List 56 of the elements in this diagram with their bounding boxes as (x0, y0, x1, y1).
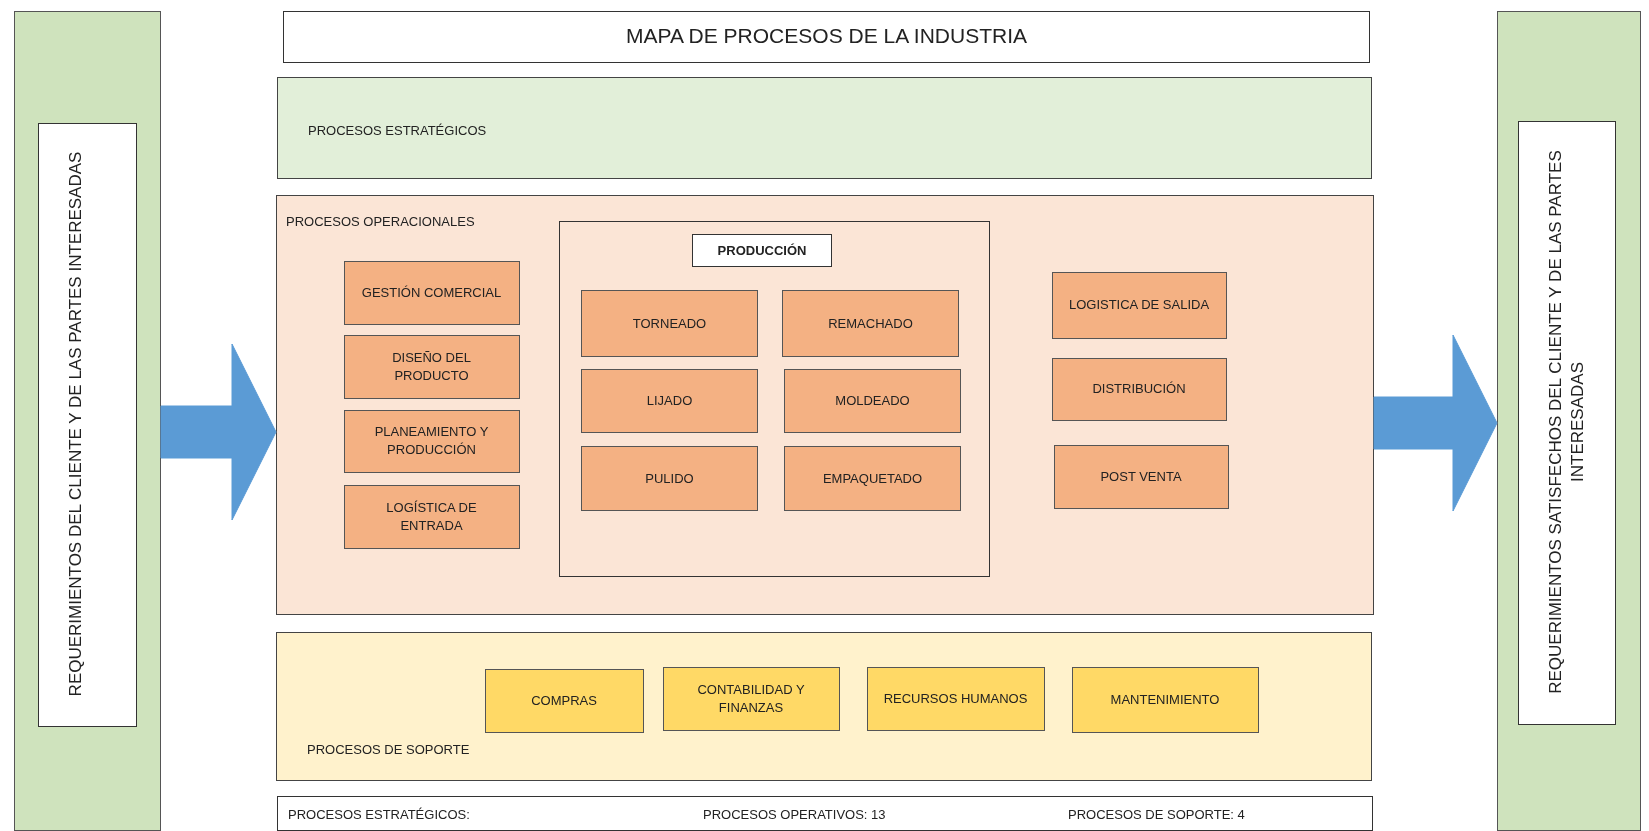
section-heading: PROCESOS ESTRATÉGICOS (308, 122, 487, 140)
process-label: CONTABILIDAD Y FINANZAS (696, 680, 806, 717)
process-box (1071, 666, 1259, 733)
process-box (343, 409, 520, 473)
summary-text: PROCESOS OPERATIVOS: 13 (703, 806, 886, 824)
diagram-title: MAPA DE PROCESOS DE LA INDUSTRIA (624, 24, 1028, 48)
side-label: REQUERIMIENTOS SATISFECHOS DEL CLIENTE Y DE LAS PARTES INTERESADAS (1544, 149, 1587, 696)
process-box (784, 446, 961, 511)
process-box (784, 369, 961, 433)
process-label: GESTIÓN COMERCIAL (360, 283, 503, 302)
process-box (1051, 357, 1227, 421)
process-band (276, 632, 1372, 781)
process-label: COMPRAS (530, 691, 598, 710)
process-box (343, 484, 520, 549)
process-box (343, 334, 520, 399)
process-label: TORNEADO (631, 314, 708, 333)
process-band (276, 195, 1374, 615)
process-box (343, 260, 520, 325)
process-label: LIJADO (645, 392, 694, 410)
side-band (14, 11, 161, 831)
input-output-box (1517, 120, 1616, 725)
process-label: MOLDEADO (834, 392, 911, 410)
section-heading: PROCESOS DE SOPORTE (307, 741, 470, 759)
section-heading: PROCESOS OPERACIONALES (286, 213, 475, 231)
process-label: PLANEAMIENTO Y PRODUCCIÓN (373, 423, 490, 459)
input-output-box (37, 122, 137, 727)
group-heading: PRODUCCIÓN (717, 241, 807, 260)
process-box (581, 446, 758, 511)
process-box (782, 290, 959, 357)
process-label: DISEÑO DEL PRODUCTO (391, 348, 472, 385)
process-label: MANTENIMIENTO (1109, 690, 1221, 709)
block-arrow (160, 343, 277, 521)
summary-box (277, 796, 1373, 831)
side-band (1497, 11, 1641, 831)
process-label: EMPAQUETADO (821, 469, 924, 488)
process-label: LOGÍSTICA DE ENTRADA (385, 498, 478, 535)
group-label-box (692, 234, 832, 267)
process-band (277, 77, 1372, 179)
process-label: DISTRIBUCIÓN (1091, 380, 1187, 398)
side-label: REQUERIMIENTOS DEL CLIENTE Y DE LAS PARTES INTERESADAS (64, 150, 86, 699)
process-box (1053, 444, 1229, 509)
process-label: LOGISTICA DE SALIDA (1067, 296, 1211, 314)
block-arrow (1373, 334, 1498, 512)
process-box (662, 666, 840, 731)
process-box (1051, 271, 1227, 339)
process-box (581, 369, 758, 433)
process-label: POST VENTA (1099, 467, 1183, 486)
process-box (866, 666, 1045, 731)
summary-text: PROCESOS ESTRATÉGICOS: (288, 806, 470, 824)
summary-text: PROCESOS DE SOPORTE: 4 (1068, 806, 1245, 824)
process-box (581, 290, 758, 357)
process-box (484, 668, 644, 733)
process-label: RECURSOS HUMANOS (882, 689, 1029, 708)
process-label: REMACHADO (827, 314, 914, 333)
process-label: PULIDO (644, 469, 695, 488)
group-frame (558, 220, 990, 577)
